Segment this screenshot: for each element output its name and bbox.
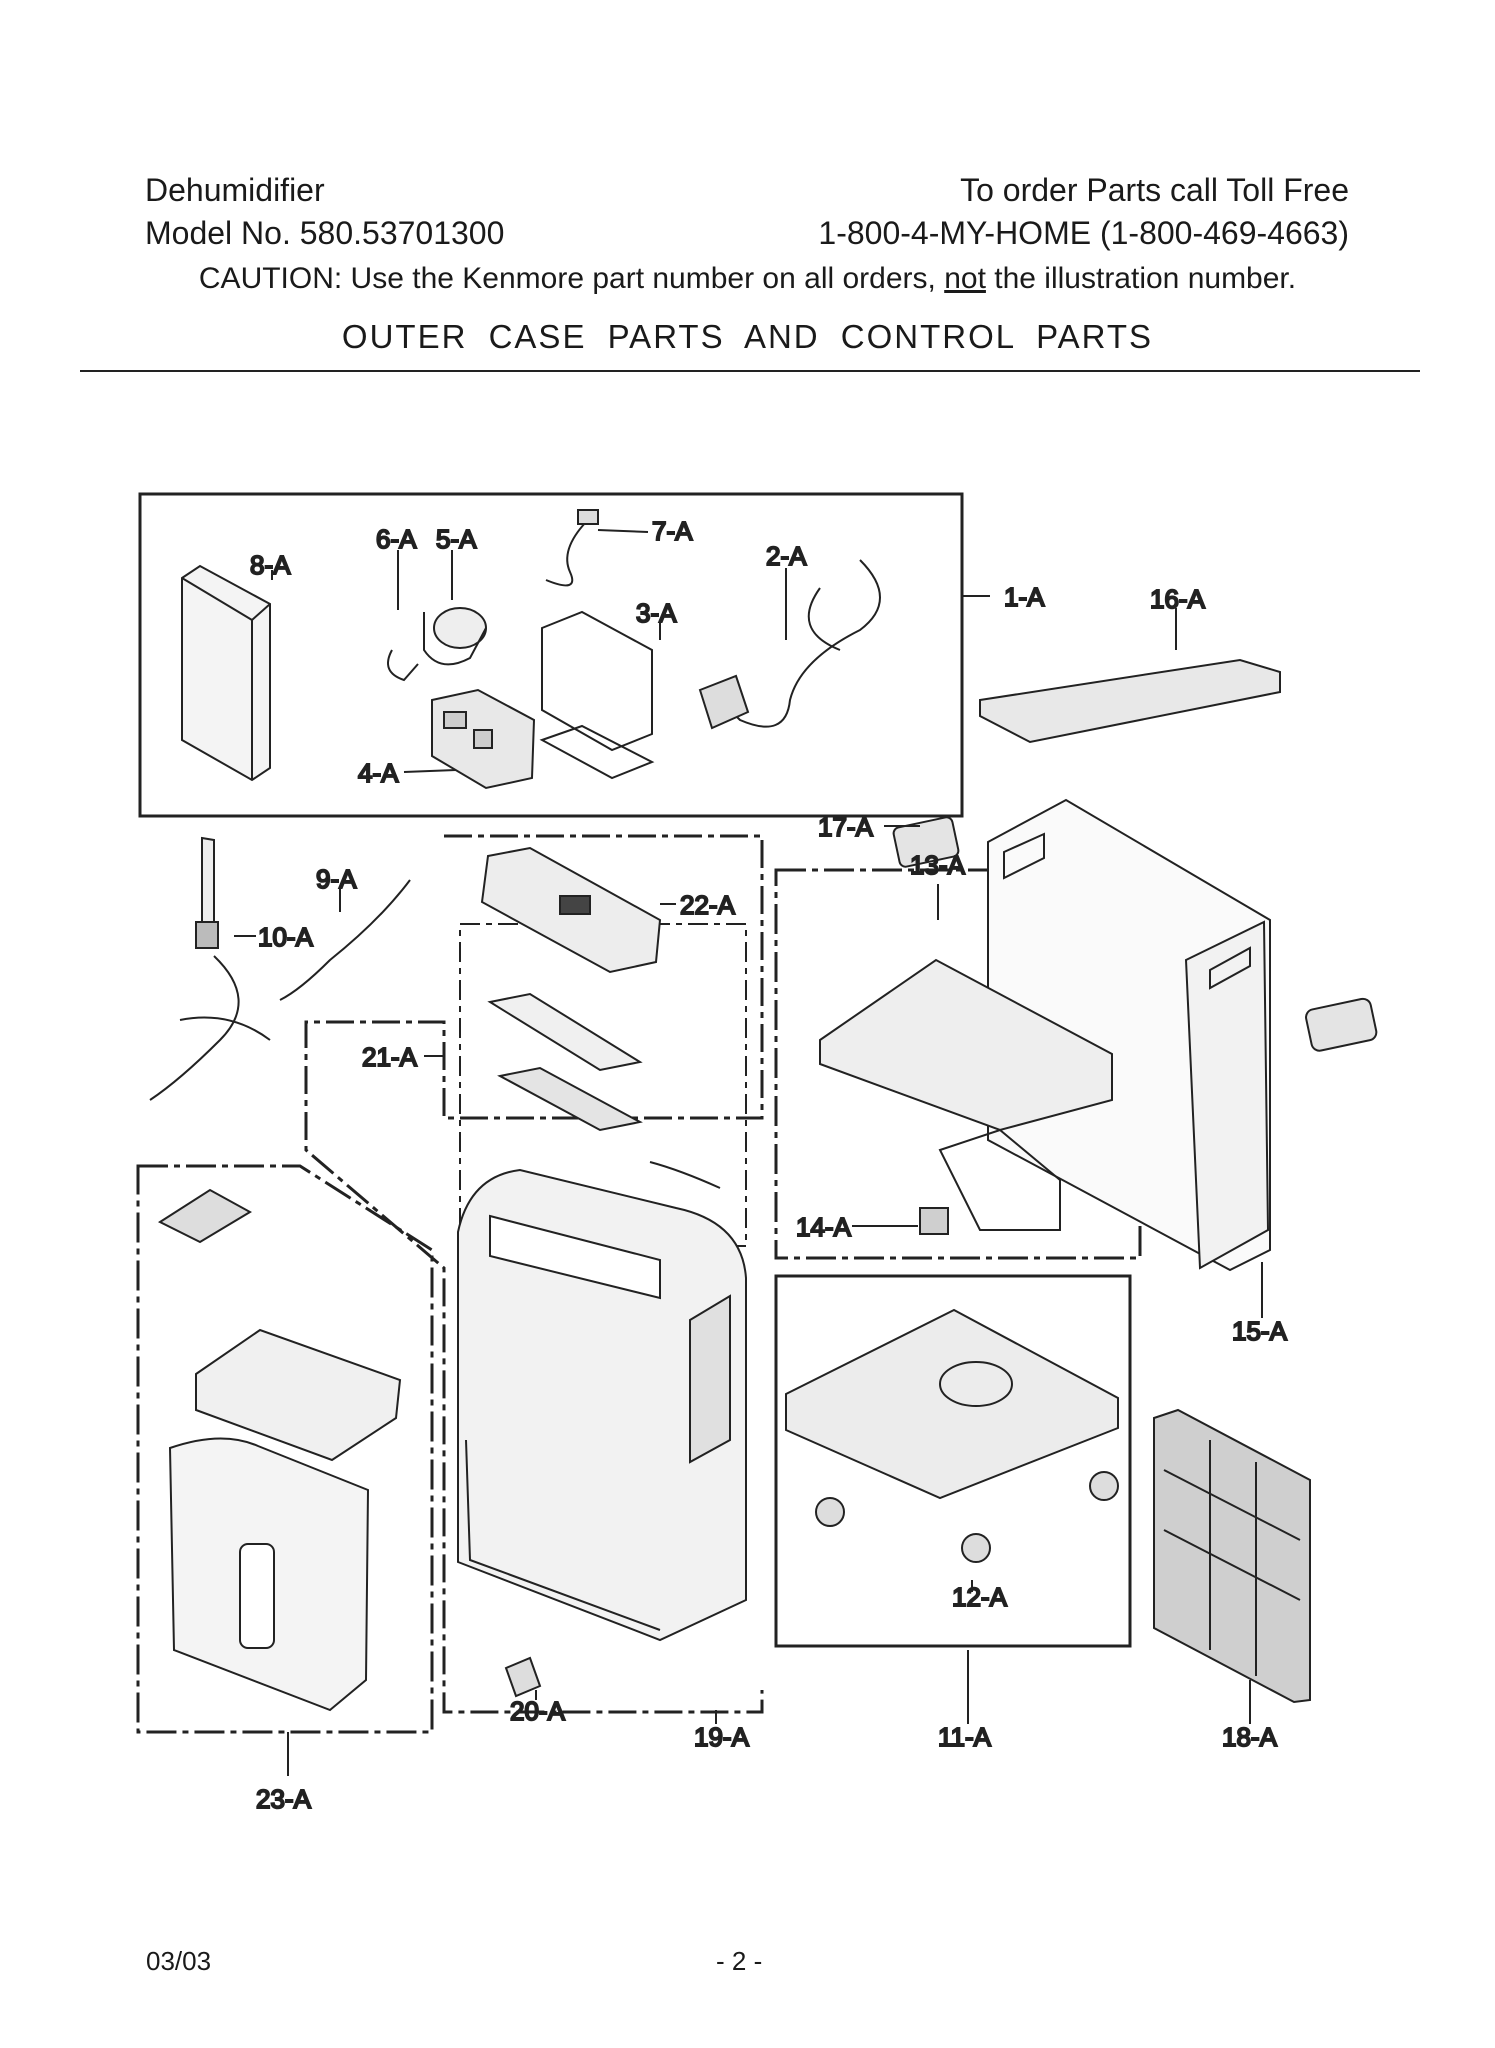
section-title: OUTER CASE PARTS AND CONTROL PARTS <box>341 318 1154 355</box>
callout-11a: 11-A <box>938 1722 992 1752</box>
callout-10a: 10-A <box>258 922 314 952</box>
callout-7a: 7-A <box>652 516 693 546</box>
part-air-filter-18a <box>1153 1408 1311 1704</box>
part-tab-20a <box>504 1656 542 1698</box>
header-divider <box>80 370 1420 372</box>
footer-page-number: - 2 - <box>716 1946 763 1976</box>
callout-2a: 2-A <box>766 541 807 571</box>
part-capacitor-5a <box>387 607 487 682</box>
callout-21a: 21-A <box>362 1042 418 1072</box>
part-bracket-3a <box>539 610 655 780</box>
part-button-board-21a <box>487 992 721 1189</box>
caution-underlined: not <box>944 262 986 295</box>
callout-20a: 20-A <box>510 1696 566 1726</box>
part-cover-8a <box>181 564 271 782</box>
group-box-base <box>774 1274 1132 1648</box>
order-line: To order Parts call Toll Free <box>960 172 1349 208</box>
part-evaporator-tray <box>819 958 1113 1231</box>
callout-6a: 6-A <box>376 524 417 554</box>
callout-17a: 17-A <box>818 812 874 842</box>
part-side-panel-15a <box>1184 920 1270 1270</box>
leader-lines <box>234 529 1263 1776</box>
callout-8a: 8-A <box>250 550 291 580</box>
part-grille-right <box>1305 997 1378 1052</box>
callout-9a: 9-A <box>316 864 357 894</box>
callout-3a: 3-A <box>636 598 677 628</box>
caution-suffix: the illustration number. <box>994 262 1297 295</box>
product-name: Dehumidifier <box>145 172 325 208</box>
part-float-switch-14a <box>919 1207 949 1235</box>
part-caster-12a <box>961 1533 991 1563</box>
callout-15a: 15-A <box>1232 1316 1288 1346</box>
callout-19a: 19-A <box>694 1722 750 1752</box>
callout-13a: 13-A <box>910 850 966 880</box>
callout-5a: 5-A <box>436 524 477 554</box>
callout-16a: 16-A <box>1150 584 1206 614</box>
part-base-11a <box>785 1308 1119 1563</box>
model-number: Model No. 580.53701300 <box>145 215 505 251</box>
part-pcb-4a <box>431 688 536 790</box>
part-front-cabinet-19a <box>457 1168 747 1642</box>
callout-23a: 23-A <box>256 1784 312 1814</box>
group-box-electrical <box>138 492 964 818</box>
group-box-front-panel <box>304 834 764 1714</box>
caution-note: CAUTION: Use the Kenmore part number on … <box>0 262 1495 296</box>
callout-1a: 1-A <box>1004 582 1045 612</box>
callout-4a: 4-A <box>358 758 399 788</box>
group-box-bucket <box>136 1164 434 1734</box>
caution-prefix: CAUTION: Use the Kenmore part number on … <box>198 262 936 295</box>
part-top-cover-16a <box>979 658 1281 744</box>
part-grille-17a <box>892 816 960 868</box>
part-harness-9a-10a <box>149 836 411 1101</box>
part-control-panel-22a <box>480 846 662 974</box>
footer-date: 03/03 <box>146 1946 212 1976</box>
callout-12a: 12-A <box>952 1582 1008 1612</box>
callout-14a: 14-A <box>796 1212 852 1242</box>
phone-number: 1-800-4-MY-HOME (1-800-469-4663) <box>818 215 1349 251</box>
part-bucket-23a <box>157 1188 402 1712</box>
part-power-cord-2a <box>698 559 881 730</box>
part-wire-7a <box>545 509 599 587</box>
callout-18a: 18-A <box>1222 1722 1278 1752</box>
callout-22a: 22-A <box>680 890 736 920</box>
